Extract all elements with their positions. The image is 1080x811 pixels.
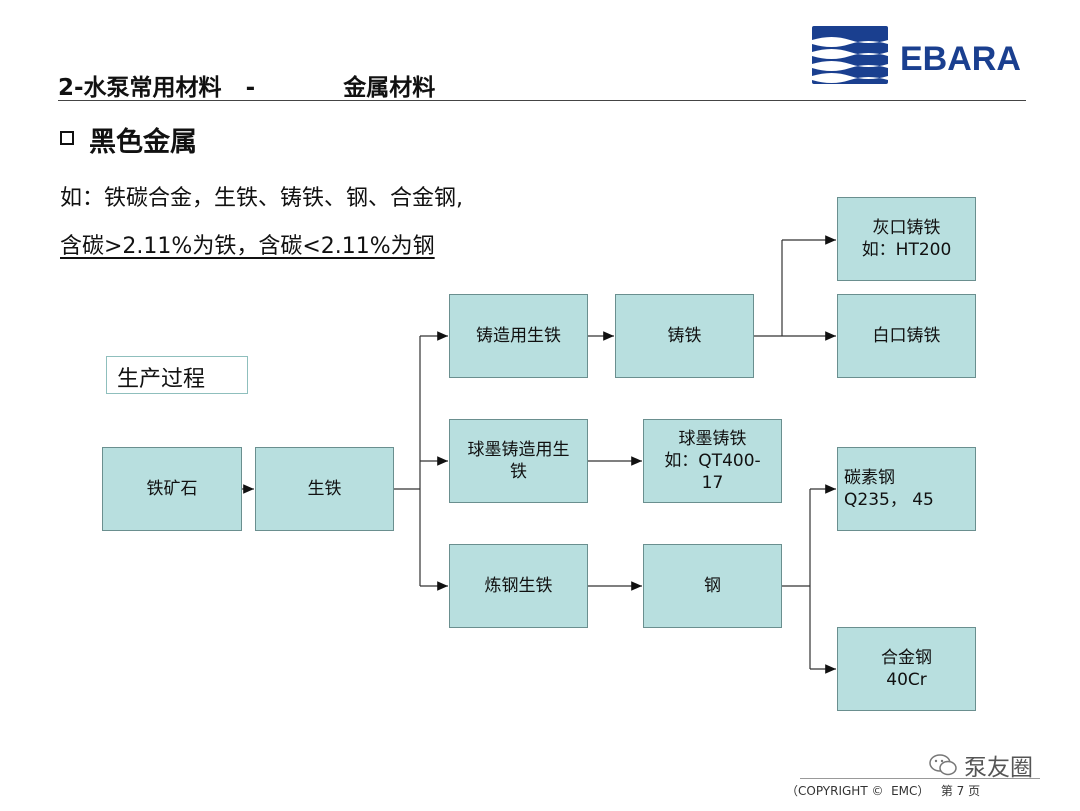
carbon-rule-line: 含碳>2.11%为铁，含碳<2.11%为钢 <box>60 234 435 259</box>
logo-text: EBARA <box>900 40 1021 78</box>
page-title: 2-水泵常用材料 - 金属材料 <box>58 75 436 101</box>
watermark: 泵友圈 <box>928 748 1038 782</box>
ebara-logo: EBARA <box>812 26 1021 84</box>
node-pig-iron: 生铁 <box>255 447 394 531</box>
node-white-cast-iron: 白口铸铁 <box>837 294 976 378</box>
node-steel: 钢 <box>643 544 782 628</box>
copyright-footer: （COPYRIGHT © EMC） 第 7 页 <box>786 784 981 798</box>
watermark-text: 泵友圈 <box>964 755 1033 781</box>
node-gray-cast-iron: 灰口铸铁 如：HT200 <box>837 197 976 281</box>
wechat-icon <box>929 754 957 776</box>
node-casting-pig-iron: 铸造用生铁 <box>449 294 588 378</box>
bullet-square-icon <box>60 131 74 145</box>
node-nodular-pig-iron: 球墨铸造用生 铁 <box>449 419 588 503</box>
node-alloy-steel: 合金钢 40Cr <box>837 627 976 711</box>
section-heading: 黑色金属 <box>89 127 197 158</box>
node-cast-iron: 铸铁 <box>615 294 754 378</box>
node-steelmaking-pig-iron: 炼钢生铁 <box>449 544 588 628</box>
definition-line: 如：铁碳合金，生铁、铸铁、钢、合金钢, <box>60 186 463 211</box>
title-divider <box>58 100 1026 101</box>
process-label: 生产过程 <box>106 356 248 394</box>
node-carbon-steel: 碳素钢 Q235， 45 <box>837 447 976 531</box>
node-nodular-cast-iron: 球墨铸铁 如：QT400- 17 <box>643 419 782 503</box>
footer-divider <box>800 778 1040 779</box>
node-iron-ore: 铁矿石 <box>102 447 242 531</box>
